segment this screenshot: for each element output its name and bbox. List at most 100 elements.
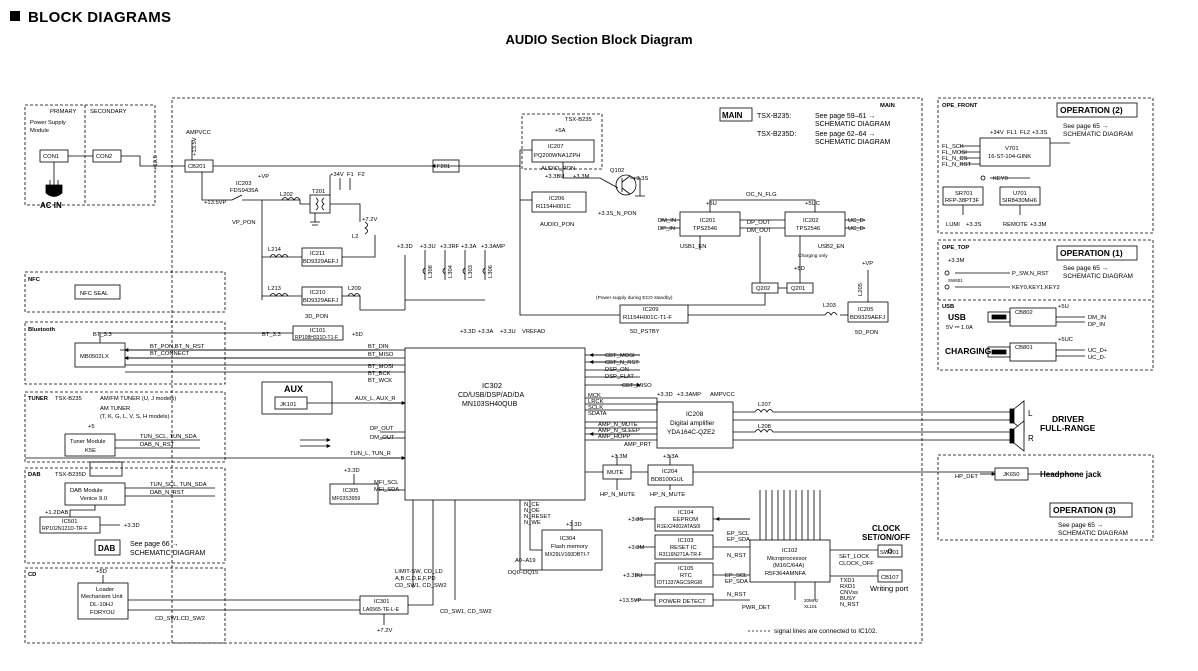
ic102-xtal2: XL101 (804, 604, 818, 609)
ic104-line1: EEPROM (673, 517, 698, 523)
ampvcc-label: AMPVCC (186, 130, 211, 136)
dab-ic: IC501 (62, 519, 77, 525)
l303-label: L303 (468, 265, 474, 278)
ic302-v4: VREFAD (522, 329, 545, 335)
ic201-dpin: DP_IN (658, 226, 675, 232)
sr701-name: SR701 (955, 191, 973, 197)
component-boxes (39, 102, 1138, 620)
v135-rail: +13.5V (192, 137, 198, 156)
ic204-name: IC204 (662, 469, 678, 475)
ic206-out: AUDIO_PON (540, 222, 574, 228)
usb-dmin: DM_IN (1088, 315, 1106, 321)
cbt-on: DSP_ON (605, 367, 629, 373)
ic302-v1: +3.3D (460, 329, 476, 335)
inductors (269, 197, 838, 433)
bt-din: BT_DIN (368, 344, 389, 350)
clock-title1: CLOCK (872, 524, 901, 533)
ic304-dq: DQ0–DQ15 (508, 570, 538, 576)
u701-part: SIR8430MH6 (1002, 198, 1037, 204)
l205-label: L205 (858, 283, 864, 296)
ic203-name: IC203 (236, 181, 251, 187)
ope-fl1: FL1 (1007, 130, 1017, 136)
main-ref2a: See page 62–64 → (815, 131, 875, 138)
l213-label: L213 (268, 286, 281, 292)
ep-nrst2: N_RST (727, 592, 746, 598)
remote-v: +3.3M (1030, 222, 1046, 228)
v701-name: V701 (1005, 146, 1019, 152)
q201-label: Q201 (791, 286, 805, 292)
clock-set: SET_LOCK (839, 554, 869, 560)
cbt-sdata: SDATA (588, 411, 607, 417)
clock-pin-4: N_RST (840, 602, 859, 608)
ic208-prt: AMP_PRT (624, 442, 652, 448)
ope-top-ref2: SCHEMATIC DIAGRAM (1063, 273, 1133, 280)
tsx-b235-label: TSX-B235: (757, 113, 791, 120)
ic201-en: USB1_EN (680, 244, 706, 250)
cbt-mck: MCK (588, 393, 601, 399)
ic304-name: IC304 (560, 536, 576, 542)
usb-title: USB (948, 312, 966, 322)
ic103-v: +3.3M (628, 545, 644, 551)
v5d-label: +5D (794, 266, 805, 272)
tuner-box2: K5E (85, 448, 96, 454)
page-title: BLOCK DIAGRAMS (10, 9, 171, 26)
ic205-name: IC205 (858, 307, 873, 313)
cd-sig-b: A,B,C,D,E,F,PD (395, 576, 436, 582)
cd-box4: FORYOU (90, 610, 115, 616)
ic201-part: TPS2546 (693, 226, 717, 232)
ac-in-label: AC IN (40, 201, 62, 210)
mute-v: +3.3M (611, 454, 627, 460)
clock-cb: CB107 (881, 575, 899, 581)
ic101-name: IC101 (310, 328, 325, 334)
cb201-label: CB201 (188, 164, 206, 170)
dab-model: TSX-B235D (55, 472, 86, 478)
powdet-v: +13.5VP (619, 598, 642, 604)
bt-wck: BT_WCK (368, 378, 392, 384)
ope-top-ref1: See page 65 → (1063, 265, 1108, 272)
dab-box1: DAB Module (70, 488, 103, 494)
ic205-vp: +VP (862, 261, 873, 267)
remote-label: REMOTE (1003, 222, 1028, 228)
ic102-line3: R5F364AMNFA (765, 571, 806, 577)
main-ref1a: See page 59–61 → (815, 113, 875, 120)
bt-sig2: BT_CONNECT (150, 351, 190, 357)
q102-name: Q102 (610, 168, 624, 174)
ic305-sda: MFI_SDA (374, 487, 399, 493)
ope-top-sw2: SW601 (948, 278, 963, 283)
cd-sig: CD_SW1,CD_SW2 (155, 616, 205, 622)
cbt-miso: CBT_MISO (622, 383, 652, 389)
main-ref1b: SCHEMATIC DIAGRAM (815, 121, 890, 128)
clock-title2: SET/ON/OFF (862, 533, 910, 542)
fl-ncs: FL_N_CS (942, 156, 968, 162)
ic102-name: IC102 (782, 548, 797, 554)
ic304-oe: N_OE (524, 508, 540, 514)
ic202-name: IC202 (803, 218, 818, 224)
ic211-name: IC211 (310, 251, 325, 257)
ic207-in: +5A (555, 128, 566, 134)
ic102-legend: signal lines are connected to IC102. (774, 628, 878, 635)
cbt-lrck: LRCK (588, 399, 604, 405)
hp-det: HP_DET (955, 474, 978, 480)
q102-v: +3.3S (633, 176, 648, 182)
ic302-line2: MN103SH40QUB (462, 401, 518, 408)
wires (25, 140, 1085, 625)
ic201-dmout: DM_OUT (747, 228, 772, 234)
ic207-name: IC207 (548, 144, 563, 150)
tuner-line1: AM/FM TUNER (U, J models) (100, 396, 176, 402)
t201-f1: F1 (347, 172, 354, 178)
psu-label-2: Module (30, 128, 49, 134)
cd-part: LA6565-TE-L-E (363, 607, 400, 613)
clock-sw: SW101 (880, 550, 899, 556)
bt-mosi: BT_MOSI (368, 364, 394, 370)
ic305-scl: MFI_SCL (374, 480, 399, 486)
ic205-part: BD9329AEFJ (850, 315, 885, 321)
ic209-note: (Power supply during ECO standby) (596, 295, 673, 301)
ic207-part: PQ200WNA1ZPH (534, 153, 580, 159)
psu-label-1: Power Supply (30, 120, 66, 126)
rail-3v3a: +3.3A (461, 244, 476, 250)
t201-name: T201 (312, 189, 325, 195)
usb-spec: 5V ⎓ 1.0A (946, 325, 973, 331)
ope-front-box: OPERATION (2) (1060, 105, 1123, 115)
ic208-name: IC208 (686, 411, 704, 418)
fl-sck: FL_SCK (942, 144, 964, 150)
